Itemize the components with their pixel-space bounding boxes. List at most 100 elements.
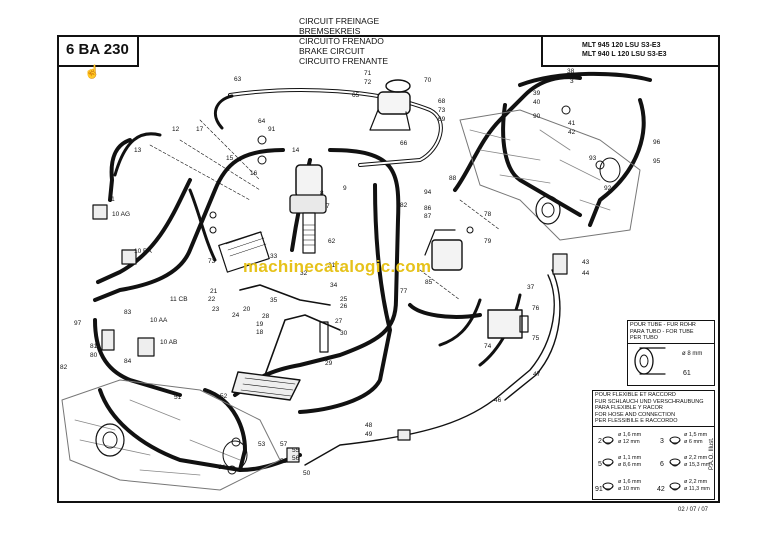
callout-label: 3 — [570, 78, 574, 85]
callout-label: 84 — [124, 358, 132, 365]
callout-label: 70 — [424, 77, 432, 84]
callout-label: 58 — [280, 458, 288, 465]
callout-label: 24 — [232, 312, 240, 319]
title-es: CIRCUITO FRENADO — [299, 36, 384, 46]
callout-label: 73 — [208, 258, 216, 265]
hose-ref: 2 — [598, 438, 602, 445]
callout-label: 78 — [484, 211, 492, 218]
callout-label: 30 — [340, 330, 348, 337]
hose-title-line: PARA FLEXIBLE Y RACOR — [595, 405, 663, 411]
callout-label: 75 — [532, 335, 540, 342]
callout-label: 13 — [134, 147, 142, 154]
callout-label: 21 — [210, 288, 218, 295]
callout-label: 68 — [438, 98, 446, 105]
callout-label: 52 — [220, 393, 228, 400]
callout-label: 26 — [340, 303, 348, 310]
callout-label: 11 CB — [170, 296, 188, 303]
callout-label: 85 — [425, 279, 433, 286]
tube-diameter: ø 8 mm — [682, 351, 703, 357]
callout-label: 38 — [567, 68, 575, 75]
callout-label: 81 — [90, 343, 98, 350]
model-list: MLT 945 120 LSU S3-E3 MLT 940 L 120 LSU … — [582, 41, 667, 59]
model-1: MLT 945 120 LSU S3-E3 — [582, 42, 661, 49]
hose-size-line: ø 1,5 mm — [684, 432, 708, 438]
tube-legend: POUR TUBE - FUR ROHR PARA TUBO - FOR TUB… — [627, 320, 715, 386]
callout-label: 56 — [292, 455, 300, 462]
callout-label: 35 — [270, 297, 278, 304]
callout-label: 10 AB — [160, 339, 178, 346]
callout-label: 83 — [124, 309, 132, 316]
page-code: 6 BA 230 — [66, 41, 129, 58]
callout-label: 41 — [568, 120, 576, 127]
callout-label: 64 — [258, 118, 266, 125]
callout-label: 91 — [268, 126, 276, 133]
hose-size-line: ø 1,6 mm — [618, 432, 642, 438]
callout-label: 39 — [533, 90, 541, 97]
callout-label: 31 — [328, 262, 336, 269]
callout-label: 69 — [438, 116, 446, 123]
callout-label: 90 — [533, 113, 541, 120]
callout-label: 43 — [582, 259, 590, 266]
callout-label: 9 — [343, 185, 347, 192]
callout-label: 54 — [218, 464, 226, 471]
hose-size-line: ø 11,3 mm — [684, 485, 710, 492]
callout-label: 7 — [326, 203, 330, 210]
callout-label: 82 — [400, 202, 408, 209]
footer-date: 02 / 07 / 07 — [678, 507, 709, 513]
model-box — [541, 35, 720, 67]
callout-label: 76 — [532, 305, 540, 312]
callout-label: 57 — [280, 441, 288, 448]
callout-label: 28 — [262, 313, 270, 320]
hose-size-line: ø 2,2 mm — [684, 479, 708, 485]
callout-label: 37 — [527, 284, 535, 291]
illustration-code: P.A.O. Illust. — [709, 437, 715, 470]
tube-legend-title: POUR TUBE - FUR ROHR PARA TUBO - FOR TUB… — [628, 321, 714, 344]
callout-label: 95 — [653, 158, 661, 165]
title-it: CIRCUITO FRENANTE — [299, 56, 389, 66]
hose-ref: 6 — [660, 461, 664, 468]
tube-ref: 61 — [683, 370, 691, 377]
hose-size-line: ø 1,1 mm — [618, 455, 642, 461]
callout-label: 88 — [449, 175, 457, 182]
callout-label: 93 — [589, 155, 597, 162]
callout-label: 53 — [258, 441, 266, 448]
hose-title-line: PER FLESSIBILE E RACCORDO — [595, 418, 678, 424]
callout-label: 40 — [533, 99, 541, 106]
callout-label: 16 — [250, 170, 258, 177]
hose-size-line: ø 15,3 mm — [684, 461, 711, 468]
callout-label: 15 — [226, 155, 234, 162]
title-de: BREMSEKREIS — [299, 26, 361, 36]
callout-label: 94 — [424, 189, 432, 196]
callout-label: 55 — [292, 447, 300, 454]
title-en: BRAKE CIRCUIT — [299, 46, 365, 56]
callout-label: 96 — [653, 139, 661, 146]
hose-legend-title: POUR FLEXIBLE ET RACCORD FUR SCHLAUCH UN… — [593, 391, 714, 427]
callout-label: 18 — [256, 329, 264, 336]
hose-ref: 5 — [598, 461, 602, 468]
callout-label: 77 — [400, 288, 408, 295]
watermark: machinecatalogic.com — [243, 257, 432, 276]
callout-label: 87 — [424, 213, 432, 220]
callout-label: 10 AG — [112, 211, 131, 218]
callout-label: 33 — [270, 253, 278, 260]
tube-title-line: POUR TUBE - FUR ROHR — [630, 322, 696, 328]
callout-label: 82 — [60, 364, 68, 371]
tube-title-line: PER TUBO — [630, 335, 659, 341]
hose-ref: 42 — [657, 486, 665, 493]
title-fr: CIRCUIT FREINAGE — [299, 16, 380, 26]
callout-label: 34 — [330, 282, 338, 289]
callout-label: 74 — [484, 343, 492, 350]
callout-label: 50 — [303, 470, 311, 477]
callout-label: 44 — [582, 270, 590, 277]
callout-label: 27 — [335, 318, 343, 325]
hose-size-line: ø 8,6 mm — [618, 461, 642, 468]
callout-label: 49 — [365, 431, 373, 438]
hose-title-line: FUR SCHLAUCH UND VERSCHRAUBUNG — [595, 398, 704, 405]
hose-legend: POUR FLEXIBLE ET RACCORD FUR SCHLAUCH UN… — [592, 390, 715, 500]
hose-size-line: ø 6 mm — [684, 438, 703, 445]
